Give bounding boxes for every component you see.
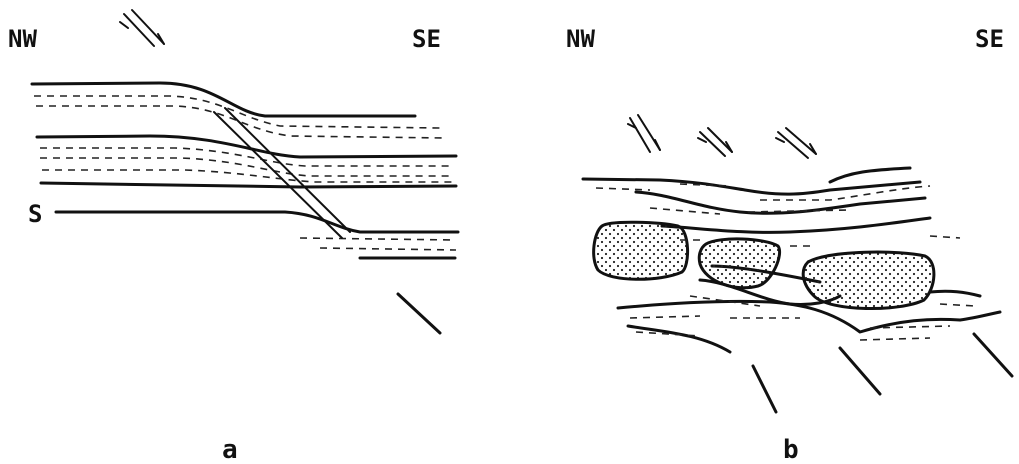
panel-b: NW SE: [566, 25, 1012, 464]
panel-b-nw-label: NW: [566, 25, 595, 53]
panel-b-caption: b: [783, 435, 799, 464]
panel-b-shear-arrow-1: [628, 115, 660, 152]
panel-b-se-label: SE: [975, 25, 1004, 53]
panel-a-shale-dashes: [34, 96, 456, 250]
sand-lens-3: [803, 252, 934, 308]
panel-b-shear-arrow-2: [698, 128, 732, 156]
panel-a-s-label: S: [28, 200, 42, 228]
panel-a-shear-arrow: [120, 10, 164, 46]
panel-a-caption: a: [222, 435, 238, 464]
panel-a-se-label: SE: [412, 25, 441, 53]
panel-b-sand-lenses: [594, 222, 934, 308]
panel-a: NW SE S: [8, 10, 458, 464]
panel-a-nw-label: NW: [8, 25, 37, 53]
panel-b-fault-traces: [753, 334, 1012, 412]
panel-b-shear-arrow-3: [776, 128, 816, 158]
sand-lens-1: [594, 222, 688, 279]
